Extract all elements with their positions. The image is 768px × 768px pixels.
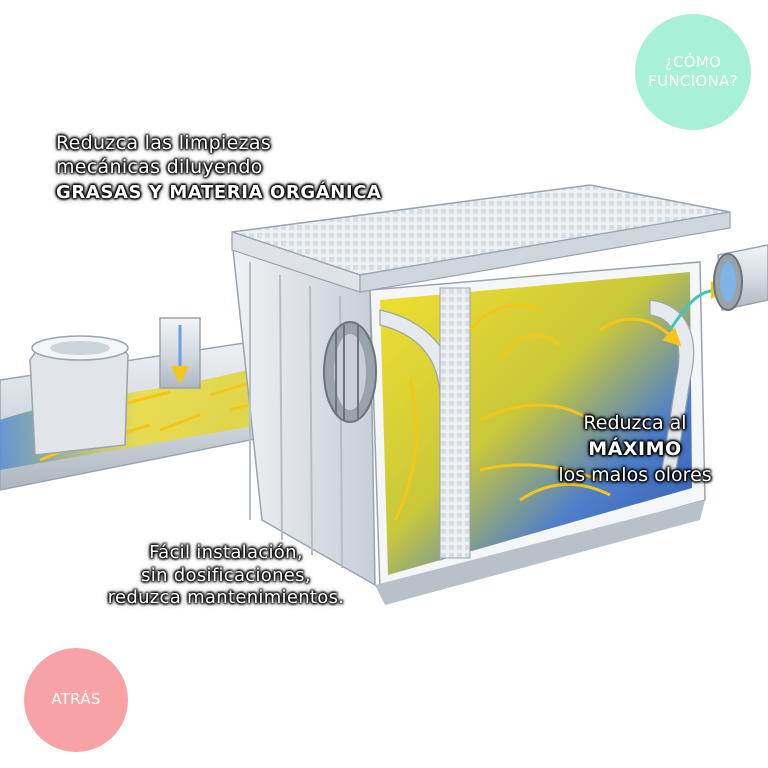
atras-button[interactable]: ATRÁS (24, 648, 128, 752)
caption-grasas-line3: GRASAS Y MATERIA ORGÁNICA (56, 181, 382, 203)
caption-grasas-line2: mecánicas diluyendo (56, 155, 263, 178)
caption-olores-line3: los malos olores (558, 463, 712, 486)
caption-instalacion-line3: reduzca mantenimientos. (107, 587, 345, 608)
tank-lid (231, 184, 731, 293)
caption-olores: Reduzca al MÁXIMO los malos olores (540, 412, 730, 487)
caption-grasas: Reduzca las limpiezas mecánicas diluyend… (56, 132, 382, 204)
caption-olores-line1: Reduzca al (583, 412, 687, 434)
atras-label: ATRÁS (51, 690, 101, 709)
como-funciona-button[interactable]: ¿CÓMO FUNCIONA? (635, 14, 751, 130)
caption-olores-line2: MÁXIMO (588, 437, 682, 460)
como-funciona-line1: ¿CÓMO (664, 52, 722, 71)
inlet-clamp (323, 321, 377, 423)
tank-body (231, 238, 729, 605)
caption-instalacion-line2: sin dosificaciones, (141, 564, 311, 586)
caption-instalacion: Fácil instalación, sin dosificaciones, r… (96, 542, 356, 610)
caption-grasas-line1: Reduzca las limpiezas (56, 132, 272, 154)
outlet-pipe (713, 244, 768, 311)
como-funciona-line2: FUNCIONA? (648, 72, 738, 90)
caption-instalacion-line1: Fácil instalación, (149, 542, 303, 563)
